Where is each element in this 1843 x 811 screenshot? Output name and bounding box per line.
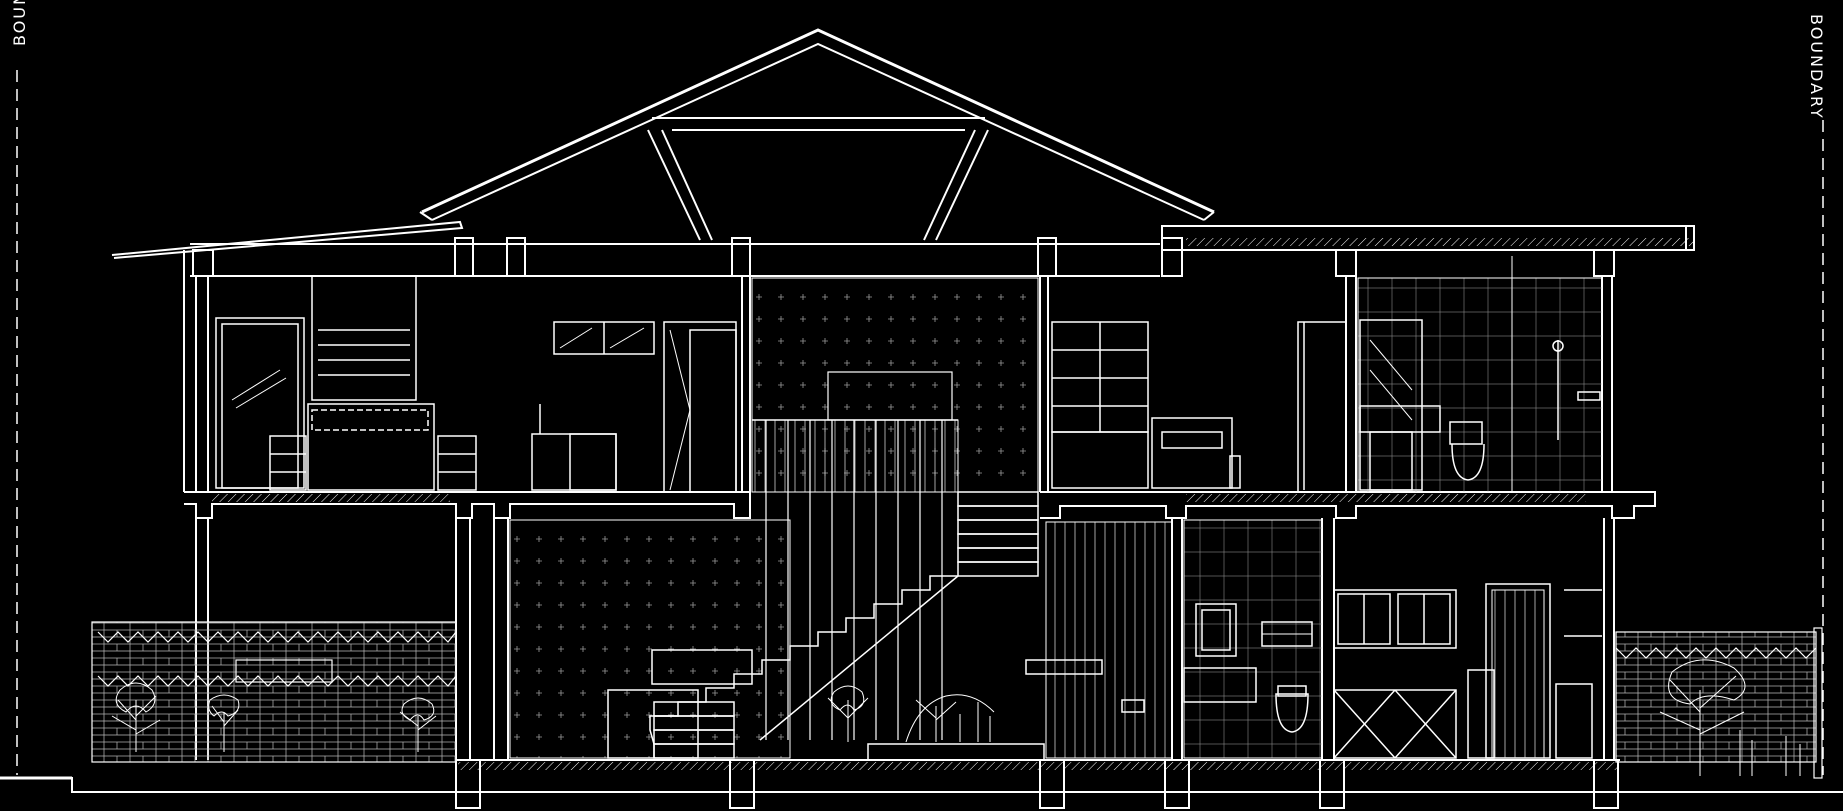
bedroom-glass-door xyxy=(215,317,305,489)
plants xyxy=(111,659,1801,776)
upper-study xyxy=(531,321,737,493)
lower-kitchen xyxy=(1333,583,1602,759)
lower-bathroom xyxy=(1183,519,1323,759)
stair-screen xyxy=(765,371,953,740)
upper-right-bedroom xyxy=(1051,321,1347,493)
right-flat-roof xyxy=(1161,225,1695,251)
garage-porch xyxy=(91,621,457,763)
living-room-furniture xyxy=(607,649,753,759)
foundation xyxy=(455,759,1619,809)
upper-bathroom xyxy=(1357,256,1603,493)
upper-floor-slab xyxy=(184,491,1656,519)
bedroom-furniture xyxy=(269,275,477,491)
right-garden-wall xyxy=(1615,627,1823,779)
main-roof xyxy=(419,28,1215,241)
lower-dining xyxy=(867,521,1173,761)
left-canopy-roof xyxy=(111,220,464,259)
